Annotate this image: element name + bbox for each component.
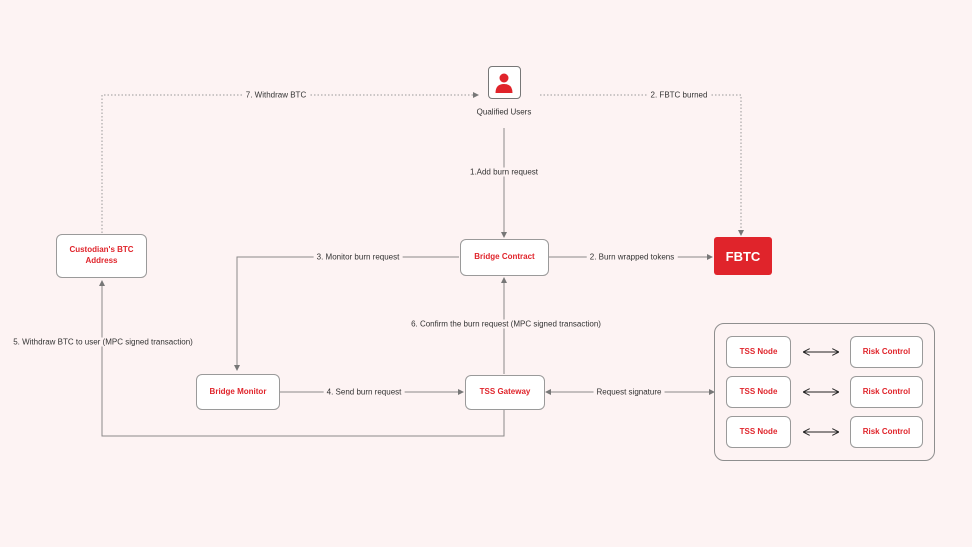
label-add-burn: 1.Add burn request: [466, 167, 542, 177]
edge-withdraw-to-user: [99, 280, 505, 437]
bridge-monitor-node: Bridge Monitor: [196, 374, 280, 410]
risk-control-2: Risk Control: [850, 376, 923, 408]
label-fbtc-burned: 2. FBTC burned: [647, 90, 711, 100]
label-send-burn: 4. Send burn request: [323, 387, 405, 397]
label-withdraw-btc: 7. Withdraw BTC: [242, 90, 310, 100]
fbtc-token-node: FBTC: [714, 237, 772, 275]
label-monitor-burn: 3. Monitor burn request: [313, 252, 403, 262]
tss-gateway-node: TSS Gateway: [465, 375, 545, 410]
label-withdraw-to-user: 5. Withdraw BTC to user (MPC signed tran…: [10, 337, 196, 347]
custodian-btc-address-node: Custodian's BTC Address: [56, 234, 147, 278]
bridge-contract-node: Bridge Contract: [460, 239, 549, 276]
label-burn-wrapped: 2. Burn wrapped tokens: [586, 252, 678, 262]
users-label: Qualified Users: [473, 107, 535, 117]
edge-monitor-burn: [234, 256, 459, 371]
edge-fbtc-burned: [540, 94, 744, 236]
risk-control-3: Risk Control: [850, 416, 923, 448]
label-request-signature: Request signature: [593, 387, 665, 397]
tss-node-1: TSS Node: [726, 336, 791, 368]
tss-node-3: TSS Node: [726, 416, 791, 448]
tss-cluster: [714, 323, 935, 461]
edge-withdraw-btc: [101, 92, 479, 233]
label-confirm-burn: 6. Confirm the burn request (MPC signed …: [408, 319, 604, 329]
user-icon: [488, 66, 521, 99]
risk-control-1: Risk Control: [850, 336, 923, 368]
tss-node-2: TSS Node: [726, 376, 791, 408]
